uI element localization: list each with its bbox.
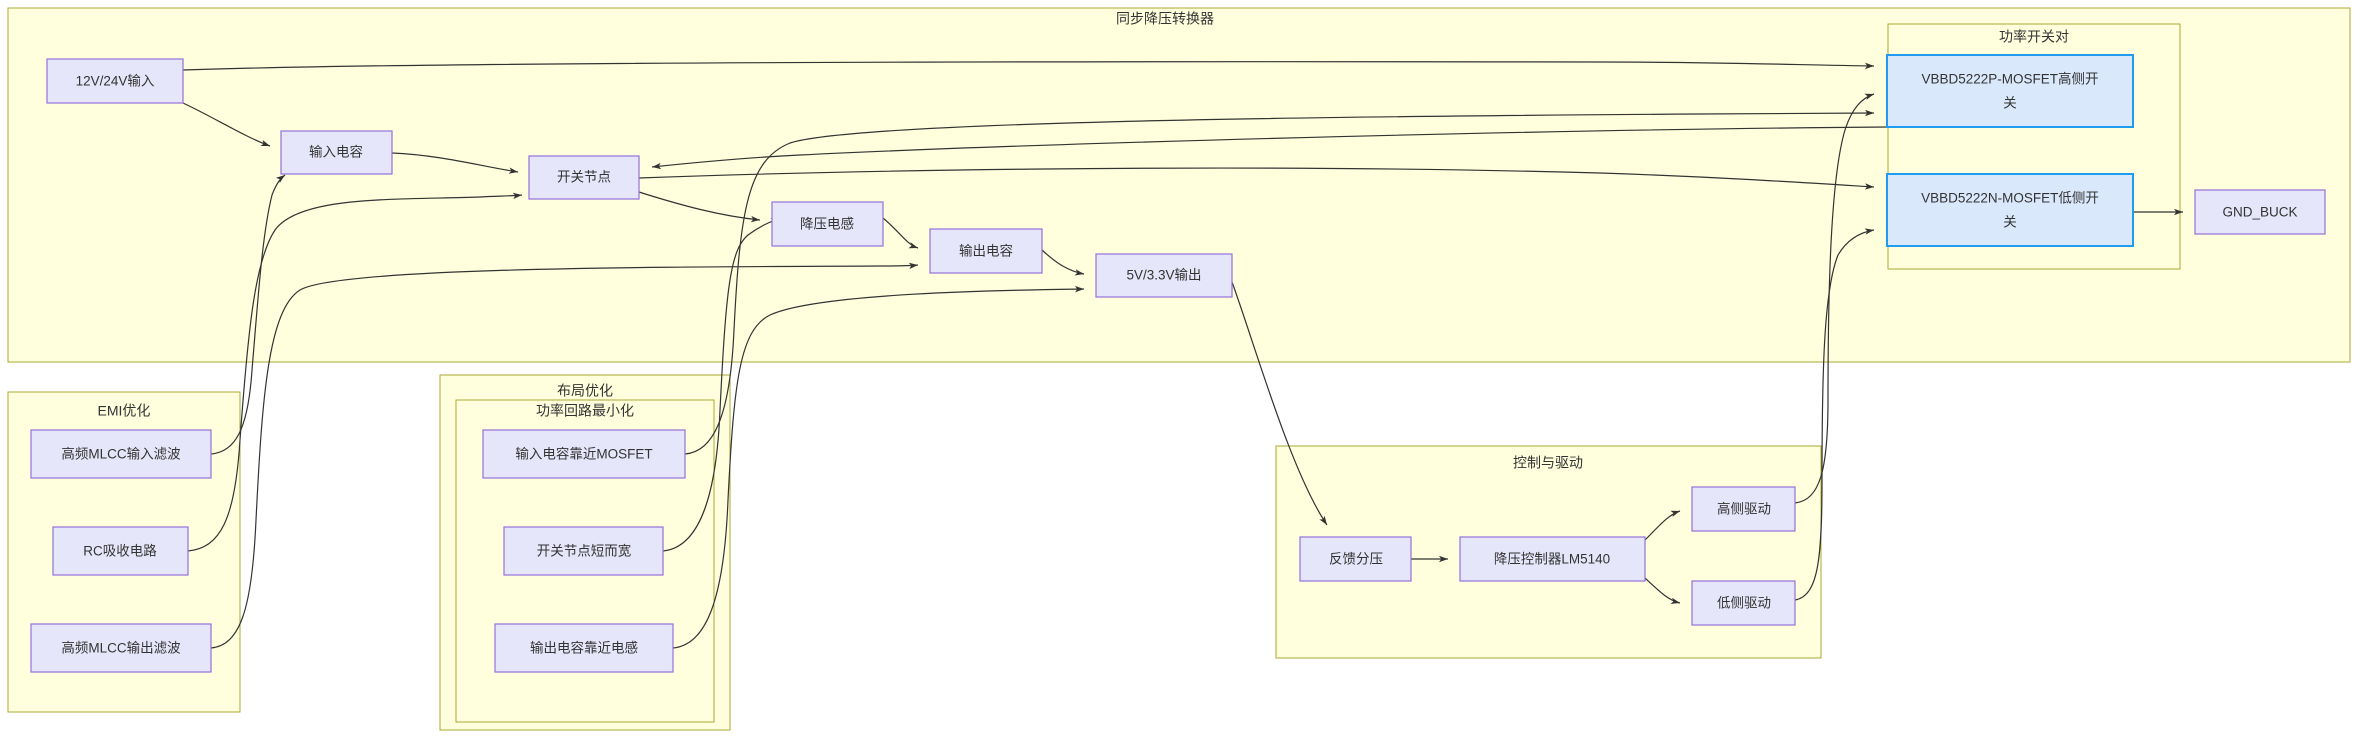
node-mlcc-in[interactable]: 高频MLCC输入滤波 — [30, 429, 212, 479]
edge-mlcc-in-to-cin — [210, 174, 286, 455]
edge-sw-to-ls-mosfet — [638, 167, 1875, 190]
edge-hs-driver-to-hs-mosfet — [1794, 93, 1875, 504]
node-lbuck[interactable]: 降压电感 — [771, 201, 884, 247]
cluster-main-label: 同步降压转换器 — [1116, 11, 1214, 27]
node-mlcc-out[interactable]: 高频MLCC输出滤波 — [30, 623, 212, 673]
node-rc-snubber-label: RC吸收电路 — [83, 544, 157, 559]
node-hs-driver-label: 高侧驱动 — [1717, 501, 1771, 517]
edge-sw-short-wide-to-sw — [662, 217, 781, 552]
edge-controller-to-hs-driver — [1644, 510, 1681, 541]
node-ls-mosfet-label-line1: VBBD5222N-MOSFET低侧开 — [1921, 191, 2099, 206]
node-cin[interactable]: 输入电容 — [280, 130, 393, 175]
node-cin-near-mosfet-label: 输入电容靠近MOSFET — [515, 446, 652, 462]
node-cout-near-l-label: 输出电容靠近电感 — [530, 640, 638, 656]
edge-mlcc-out-to-cout — [210, 262, 919, 649]
node-hs-driver[interactable]: 高侧驱动 — [1691, 486, 1796, 532]
node-lbuck-label: 降压电感 — [800, 216, 854, 232]
node-vin[interactable]: 12V/24V输入 — [46, 58, 184, 104]
node-mlcc-in-label: 高频MLCC输入滤波 — [61, 446, 181, 462]
node-gnd-buck[interactable]: GND_BUCK — [2194, 189, 2326, 235]
node-sw[interactable]: 开关节点 — [528, 155, 640, 200]
node-cin-label: 输入电容 — [309, 144, 363, 160]
node-gnd-buck-label: GND_BUCK — [2222, 205, 2297, 220]
node-ls-mosfet-label-line2: 关 — [2003, 215, 2017, 230]
node-vin-label: 12V/24V输入 — [76, 74, 155, 89]
edge-controller-to-ls-driver — [1644, 577, 1681, 604]
node-sw-label: 开关节点 — [557, 170, 611, 185]
edge-cout-near-l-to-vout — [672, 285, 1085, 649]
node-controller-label: 降压控制器LM5140 — [1494, 552, 1610, 567]
node-sw-short-wide[interactable]: 开关节点短而宽 — [503, 526, 664, 576]
node-ls-mosfet[interactable]: VBBD5222N-MOSFET低侧开 关 — [1886, 173, 2134, 247]
edge-vin-to-cin — [182, 102, 271, 147]
node-cout[interactable]: 输出电容 — [929, 228, 1043, 274]
edge-cout-to-vout — [1041, 249, 1085, 276]
node-cin-near-mosfet[interactable]: 输入电容靠近MOSFET — [482, 429, 686, 479]
node-cout-near-l[interactable]: 输出电容靠近电感 — [494, 623, 674, 673]
cluster-control-drive-label: 控制与驱动 — [1513, 455, 1583, 471]
edge-ls-driver-to-ls-mosfet — [1794, 228, 1875, 601]
node-vout-label: 5V/3.3V输出 — [1126, 268, 1201, 283]
node-hs-mosfet-label-line2: 关 — [2003, 96, 2017, 111]
edge-lbuck-to-cout — [882, 217, 919, 249]
node-sw-short-wide-label: 开关节点短而宽 — [537, 543, 632, 559]
edge-vin-to-hs-mosfet — [182, 61, 1875, 71]
cluster-power-switch-pair-label: 功率开关对 — [1999, 29, 2069, 45]
edge-vout-to-fb-divider — [1231, 281, 1328, 526]
node-rc-snubber[interactable]: RC吸收电路 — [52, 526, 189, 576]
node-hs-mosfet[interactable]: VBBD5222P-MOSFET高侧开 关 — [1886, 54, 2134, 128]
node-ls-driver[interactable]: 低侧驱动 — [1691, 580, 1796, 626]
edge-cin-near-mosfet-to-hs-mosfet — [684, 109, 1875, 455]
node-cout-label: 输出电容 — [959, 243, 1013, 259]
edge-rc-snubber-to-sw — [187, 192, 523, 552]
node-vout[interactable]: 5V/3.3V输出 — [1095, 253, 1233, 298]
node-ls-driver-label: 低侧驱动 — [1717, 596, 1771, 611]
edge-sw-to-lbuck — [638, 191, 761, 223]
node-fb-divider-label: 反馈分压 — [1329, 552, 1383, 567]
edges-layer — [182, 61, 2183, 649]
node-controller[interactable]: 降压控制器LM5140 — [1459, 536, 1646, 582]
node-hs-mosfet-label-line1: VBBD5222P-MOSFET高侧开 — [1921, 71, 2098, 87]
edge-cin-to-sw — [391, 152, 519, 174]
node-fb-divider[interactable]: 反馈分压 — [1299, 536, 1412, 582]
cluster-emi-label: EMI优化 — [98, 403, 151, 419]
cluster-power-loop-label: 功率回路最小化 — [536, 403, 634, 419]
cluster-layout-label: 布局优化 — [557, 383, 613, 399]
edge-hs-mosfet-to-sw — [651, 126, 1888, 170]
node-mlcc-out-label: 高频MLCC输出滤波 — [61, 640, 181, 656]
